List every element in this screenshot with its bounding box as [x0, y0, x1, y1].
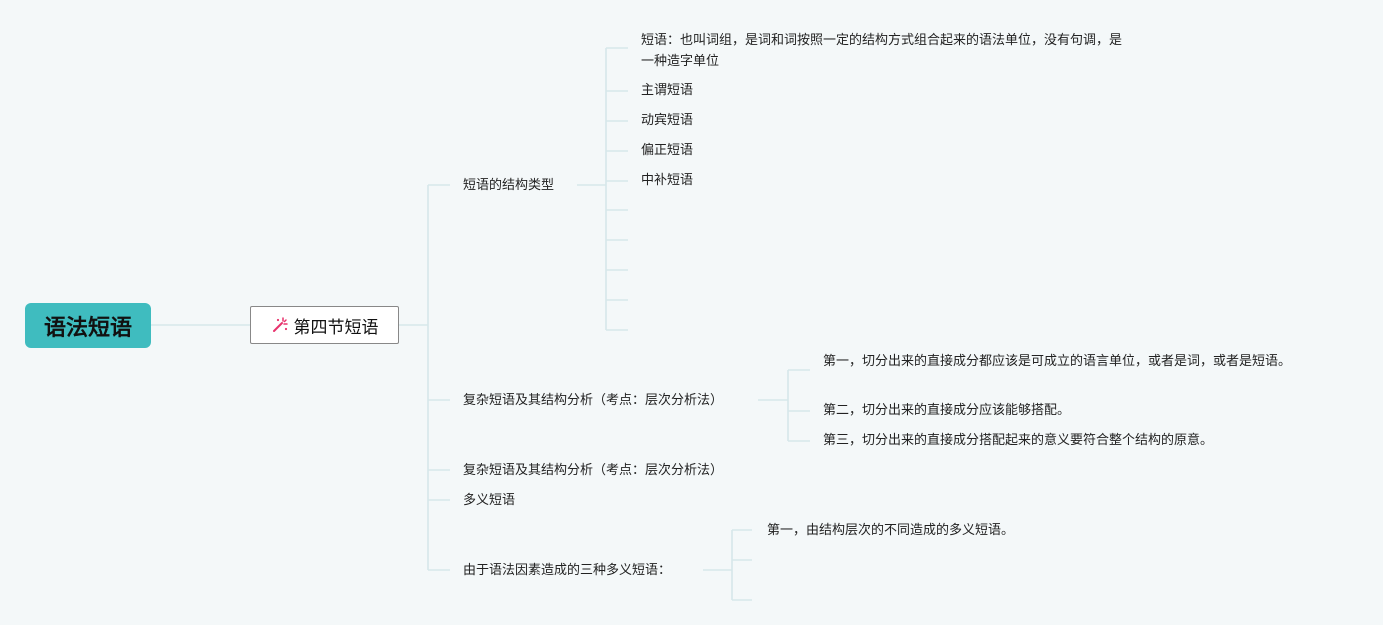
leaf-ambiguity-first[interactable]: 第一，由结构层次的不同造成的多义短语。: [767, 523, 1015, 538]
leaf-subject-predicate[interactable]: 主谓短语: [641, 83, 694, 98]
leaf-rule-first[interactable]: 第一，切分出来的直接成分都应该是可成立的语言单位，或者是词，或者是短语。: [823, 354, 1292, 369]
section-label: 第四节短语: [293, 317, 379, 338]
root-node[interactable]: 语法短语: [25, 303, 151, 348]
branch-complex-analysis-1[interactable]: 复杂短语及其结构分析（考点：层次分析法）: [463, 393, 724, 408]
magic-wand-icon: [271, 316, 289, 334]
branch-complex-analysis-2[interactable]: 复杂短语及其结构分析（考点：层次分析法）: [463, 463, 724, 478]
branch-structure-types[interactable]: 短语的结构类型: [463, 178, 555, 193]
section-node[interactable]: 第四节短语: [250, 306, 399, 344]
leaf-rule-third[interactable]: 第三，切分出来的直接成分搭配起来的意义要符合整个结构的原意。: [823, 433, 1214, 448]
leaf-definition[interactable]: 短语：也叫词组，是词和词按照一定的结构方式组合起来的语法单位，没有句调，是一种造…: [641, 33, 1123, 69]
leaf-verb-object[interactable]: 动宾短语: [641, 113, 694, 128]
leaf-verb-complement[interactable]: 中补短语: [641, 173, 694, 188]
branch-ambiguous-phrases[interactable]: 多义短语: [463, 493, 516, 508]
leaf-rule-second[interactable]: 第二，切分出来的直接成分应该能够搭配。: [823, 403, 1071, 418]
branch-three-types[interactable]: 由于语法因素造成的三种多义短语：: [463, 563, 672, 578]
leaf-modifier-head[interactable]: 偏正短语: [641, 143, 694, 158]
